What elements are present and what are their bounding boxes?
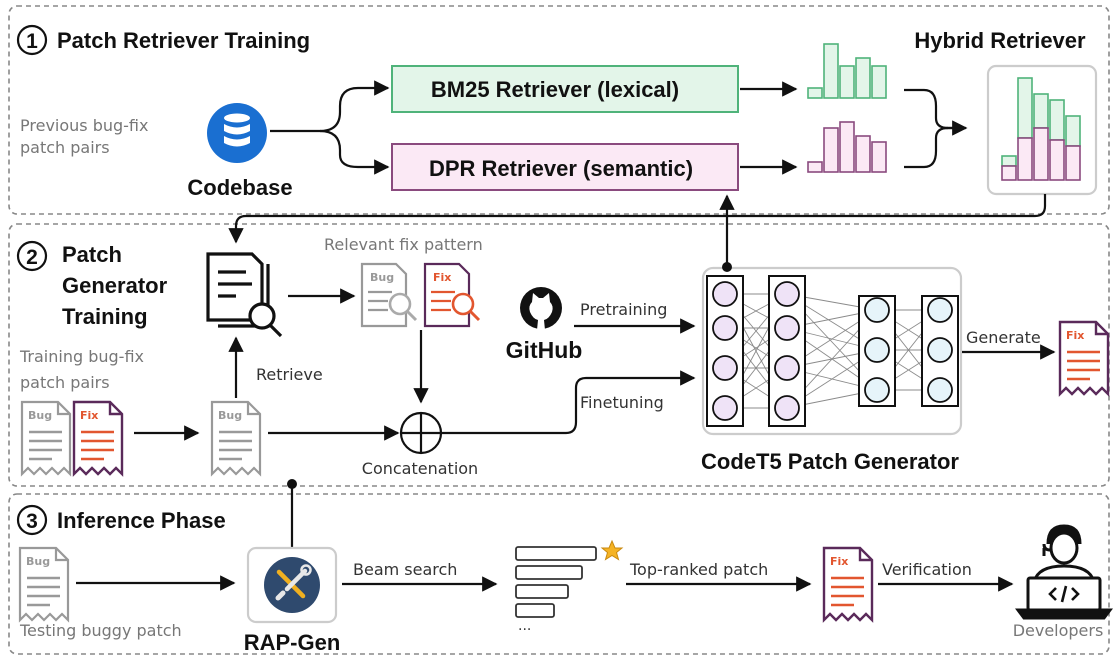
- beam-search-label: Beam search: [353, 560, 457, 579]
- training-fix-tag: Fix: [80, 409, 98, 422]
- rap-gen-label: RAP-Gen: [244, 630, 341, 655]
- developers-label: Developers: [1013, 621, 1104, 640]
- top-fix-document: Fix: [822, 546, 874, 622]
- codet5-label: CodeT5 Patch Generator: [701, 449, 959, 474]
- section-1-frame: [8, 5, 1110, 215]
- dpr-retriever-box: [391, 143, 739, 191]
- relevant-fix-tag: Fix: [433, 271, 451, 284]
- concatenation-operator: [399, 411, 443, 455]
- hybrid-retriever-label: Hybrid Retriever: [914, 28, 1086, 53]
- section-1-title: Patch Retriever Training: [57, 28, 310, 53]
- section-2-number: 2: [26, 246, 38, 269]
- neural-network-layers: [706, 275, 959, 427]
- generate-label: Generate: [966, 328, 1041, 347]
- section-3-number: 3: [26, 510, 38, 533]
- previous-pairs-line-1: Previous bug-fix: [20, 116, 148, 135]
- training-bug-tag: Bug: [28, 409, 52, 422]
- hybrid-score-bars: [1001, 77, 1081, 181]
- github-label: GitHub: [506, 337, 583, 363]
- database-icon: [207, 103, 267, 163]
- section-2-title-line-3: Training: [62, 304, 148, 329]
- section-1-heading: 1 Patch Retriever Training: [16, 24, 310, 56]
- bm25-retriever-label: BM25 Retriever (lexical): [431, 77, 679, 102]
- generated-fix-tag: Fix: [1066, 329, 1084, 342]
- query-bug-tag: Bug: [218, 409, 242, 422]
- previous-pairs-line-2: patch pairs: [20, 138, 110, 157]
- query-bug-document: Bug: [210, 400, 262, 476]
- developer-icon: [1015, 524, 1113, 620]
- codebase-label: Codebase: [187, 175, 292, 200]
- top-fix-tag: Fix: [830, 555, 848, 568]
- section-2-heading: 2 Patch Generator Training: [16, 240, 168, 329]
- training-fix-document: Fix: [72, 400, 124, 476]
- ellipsis-label: ...: [518, 618, 531, 634]
- testing-bug-tag: Bug: [26, 555, 50, 568]
- search-document-icon: [206, 252, 283, 338]
- verification-label: Verification: [882, 560, 972, 579]
- relevant-fix-document: Fix: [423, 262, 481, 328]
- section-3-heading: 3 Inference Phase: [16, 504, 226, 536]
- generated-fix-document: Fix: [1058, 320, 1110, 396]
- bm25-retriever-box: [391, 65, 739, 113]
- training-bug-document: Bug: [20, 400, 72, 476]
- training-pairs-line-1: Training bug-fix: [19, 347, 144, 366]
- bm25-score-bars: [807, 43, 887, 99]
- testing-bug-document: Bug: [18, 546, 70, 622]
- relevant-bug-document: Bug: [360, 262, 418, 328]
- testing-patch-label: Testing buggy patch: [19, 621, 182, 640]
- ranked-candidates-list: [515, 546, 597, 618]
- section-2-title-line-1: Patch: [62, 242, 122, 267]
- section-2-title-line-2: Generator: [62, 273, 168, 298]
- retrieve-label: Retrieve: [256, 365, 323, 384]
- dpr-score-bars: [807, 121, 887, 173]
- github-icon: [520, 287, 562, 331]
- finetuning-label: Finetuning: [580, 393, 664, 412]
- pretraining-label: Pretraining: [580, 300, 667, 319]
- section-3-title: Inference Phase: [57, 508, 226, 533]
- top-ranked-label: Top-ranked patch: [629, 560, 768, 579]
- codet5-network-box: [701, 266, 963, 436]
- concatenation-label: Concatenation: [362, 459, 478, 478]
- star-icon: [600, 539, 624, 561]
- repair-tools-icon: [264, 557, 320, 613]
- relevant-bug-tag: Bug: [370, 271, 394, 284]
- section-1-number: 1: [26, 30, 38, 53]
- dpr-retriever-label: DPR Retriever (semantic): [429, 156, 693, 181]
- training-pairs-line-2: patch pairs: [20, 373, 110, 392]
- relevant-fix-pattern-label: Relevant fix pattern: [324, 235, 483, 254]
- section-3-frame: [8, 493, 1110, 655]
